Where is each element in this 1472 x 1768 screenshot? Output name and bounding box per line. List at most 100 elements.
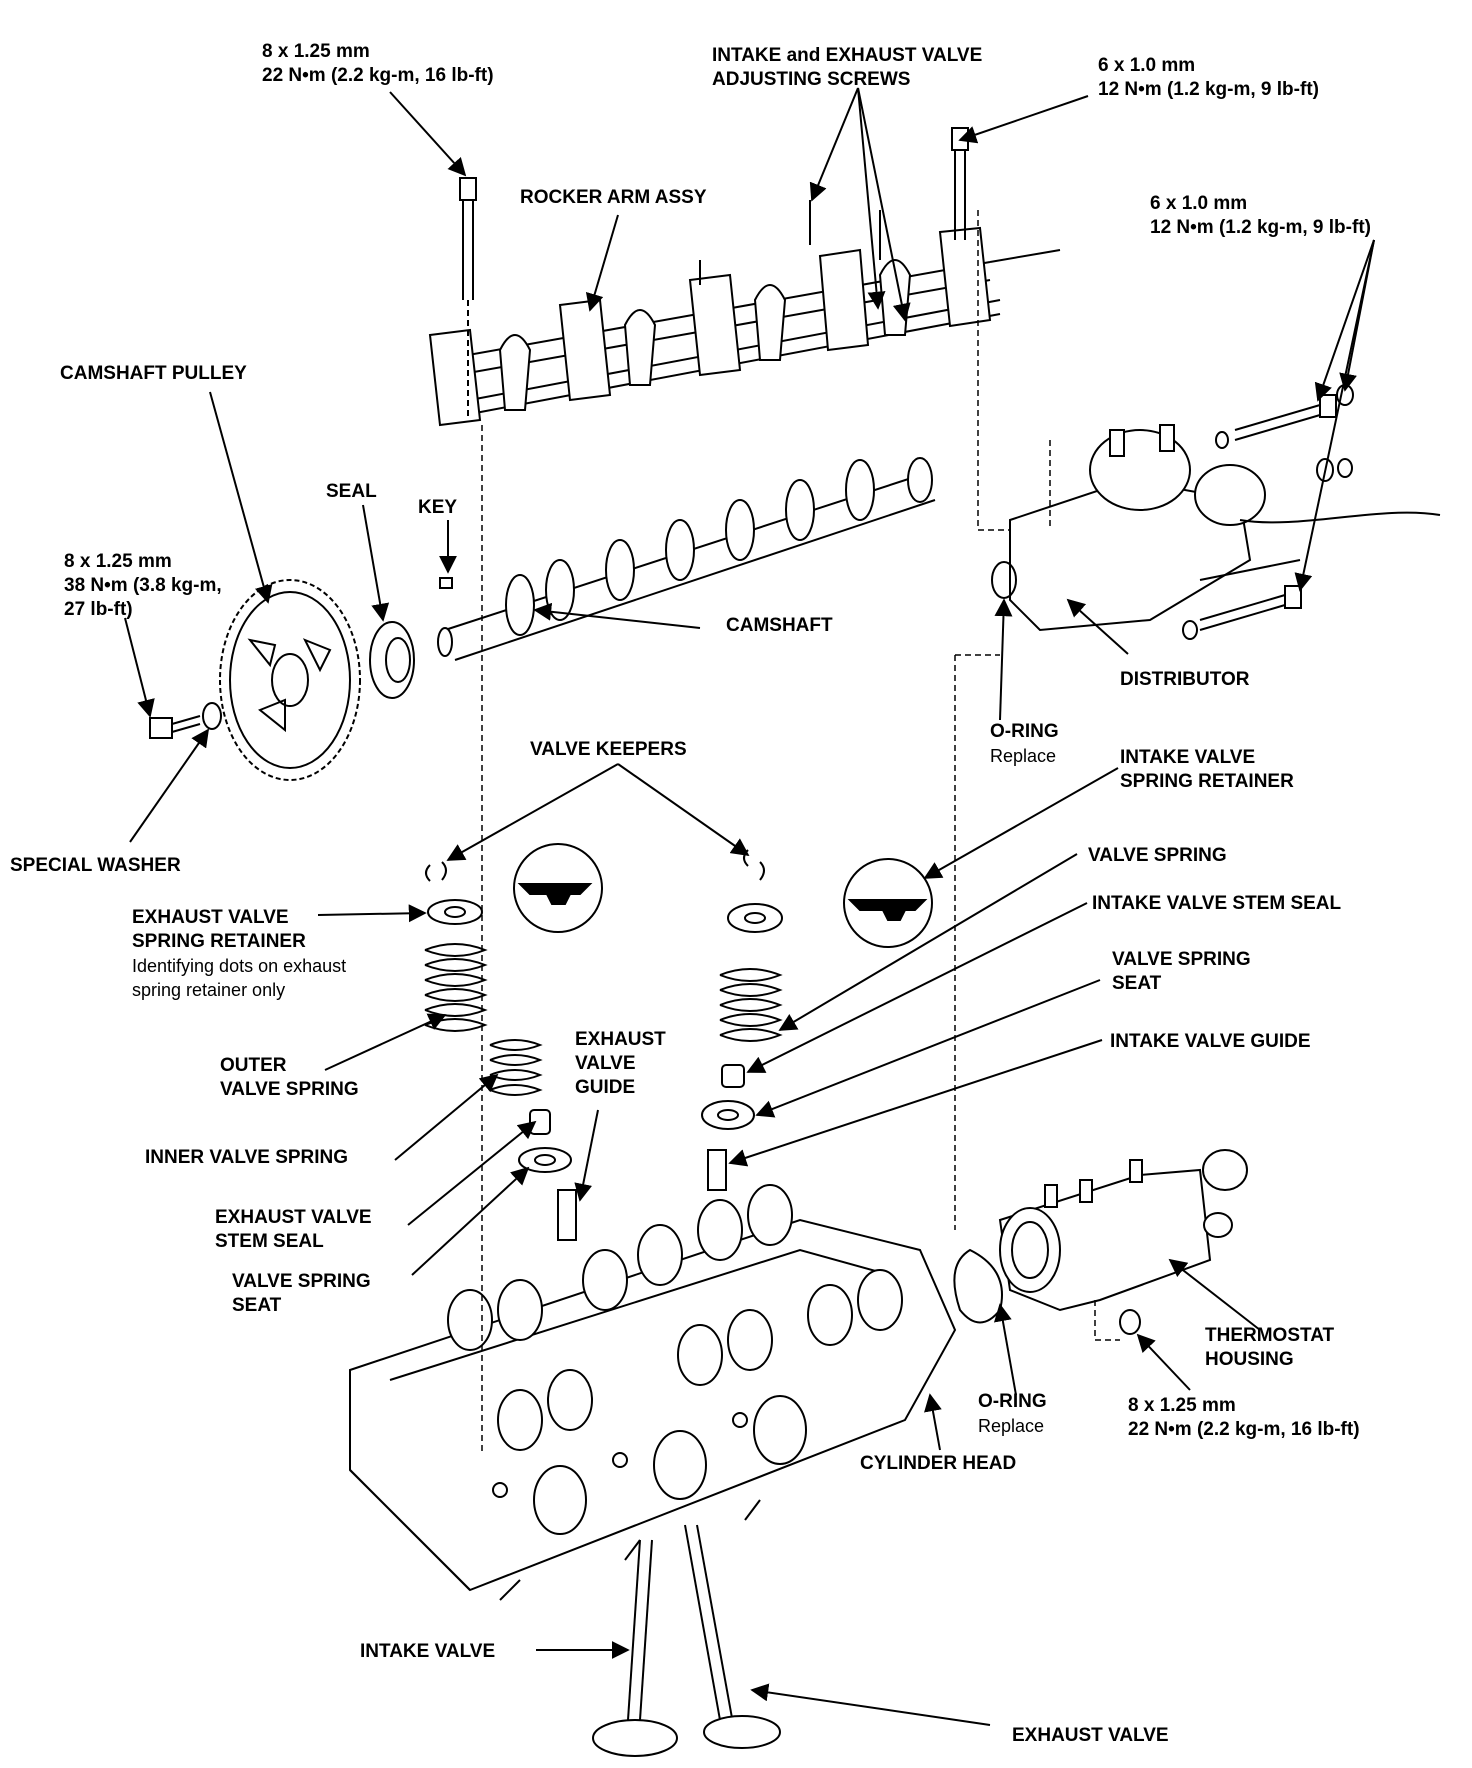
exhaust-guide-label: EXHAUST VALVE GUIDE <box>575 1028 666 1100</box>
thermostat-housing <box>998 1149 1248 1312</box>
exhaust-valve-label: EXHAUST VALVE <box>1012 1725 1169 1746</box>
exhaust-spring-seat-part <box>518 1147 572 1173</box>
bolt-spec-distributor: 6 x 1.0 mm 12 N•m (1.2 kg-m, 9 lb-ft) <box>1150 192 1371 240</box>
bolt-spec-size: 6 x 1.0 mm <box>1098 55 1196 76</box>
bolt-spec-size: 8 x 1.25 mm <box>1128 1395 1236 1416</box>
exhaust-retainer-label: EXHAUST VALVE SPRING RETAINER Identifyin… <box>132 906 346 1002</box>
bolt-spec-torque: 22 N•m (2.2 kg-m, 16 lb-ft) <box>262 65 494 86</box>
valve-spring-seat-line2: SEAT <box>232 1295 282 1316</box>
alignment-lines <box>481 210 1120 1455</box>
intake-stem-seal-label: INTAKE VALVE STEM SEAL <box>1092 893 1342 914</box>
thermostat-bolt-washer <box>1119 1309 1141 1335</box>
adjusting-screws-line1: INTAKE and EXHAUST VALVE <box>712 45 983 66</box>
distributor <box>1009 424 1441 632</box>
bolt-spec-thermostat: 8 x 1.25 mm 22 N•m (2.2 kg-m, 16 lb-ft) <box>1128 1394 1360 1442</box>
thermostat-o-ring <box>953 1248 1003 1324</box>
valve-keepers-label: VALVE KEEPERS <box>530 739 687 760</box>
intake-valve-part <box>592 1539 678 1757</box>
valve-spring-seat-line1: VALVE SPRING <box>1112 949 1251 970</box>
intake-retainer-line2: SPRING RETAINER <box>1120 771 1294 792</box>
camshaft-label: CAMSHAFT <box>726 615 833 636</box>
outer-spring-label: OUTER VALVE SPRING <box>220 1054 359 1102</box>
intake-stem-seal-part <box>721 1064 745 1088</box>
distributor-o-ring <box>991 561 1017 599</box>
distributor-label: DISTRIBUTOR <box>1120 669 1250 690</box>
intake-retainer-line1: INTAKE VALVE <box>1120 747 1256 768</box>
seal-part <box>369 621 415 699</box>
camshaft <box>437 457 936 661</box>
intake-guide-label: INTAKE VALVE GUIDE <box>1110 1031 1311 1052</box>
valve-spring-seat-left-label: VALVE SPRING SEAT <box>232 1270 371 1318</box>
exhaust-stem-seal-part <box>529 1109 551 1135</box>
bolt-spec-top-left: 8 x 1.25 mm 22 N•m (2.2 kg-m, 16 lb-ft) <box>262 40 494 88</box>
bolt-spec-torque: 38 N•m (3.8 kg-m, <box>64 575 222 596</box>
adjusting-screws-line2: ADJUSTING SCREWS <box>712 69 911 90</box>
bolt-spec-pulley: 8 x 1.25 mm 38 N•m (3.8 kg-m, 27 lb-ft) <box>64 550 222 622</box>
valve-spring-label: VALVE SPRING <box>1088 845 1227 866</box>
rocker-arm-label: ROCKER ARM ASSY <box>520 187 707 208</box>
exhaust-stem-seal-line2: STEM SEAL <box>215 1231 324 1252</box>
cylinder-head <box>349 1184 957 1601</box>
exhaust-stem-seal-label: EXHAUST VALVE STEM SEAL <box>215 1206 372 1254</box>
bolt-spec-size: 8 x 1.25 mm <box>64 551 172 572</box>
leader-arrows <box>124 87 1375 1726</box>
exhaust-guide-line2: VALVE <box>575 1053 636 1074</box>
bolt-spec-size: 6 x 1.0 mm <box>1150 193 1248 214</box>
exhaust-retainer-note2: spring retainer only <box>132 980 286 1000</box>
o-ring-title: O-RING <box>990 721 1059 742</box>
camshaft-pulley-label: CAMSHAFT PULLEY <box>60 363 247 384</box>
rocker-bolt-left <box>459 177 477 420</box>
intake-retainer-label: INTAKE VALVE SPRING RETAINER <box>1120 746 1294 794</box>
intake-valve-guide-part <box>707 1149 727 1191</box>
exhaust-retainer-line2: SPRING RETAINER <box>132 931 306 952</box>
inner-valve-spring-part <box>489 1039 543 1096</box>
bolt-spec-torque: 12 N•m (1.2 kg-m, 9 lb-ft) <box>1098 79 1319 100</box>
bolt-spec-torque: 12 N•m (1.2 kg-m, 9 lb-ft) <box>1150 217 1371 238</box>
key-label: KEY <box>418 497 458 518</box>
outer-valve-spring-part <box>424 943 488 1032</box>
inner-spring-label: INNER VALVE SPRING <box>145 1147 349 1168</box>
outer-spring-line2: VALVE SPRING <box>220 1079 359 1100</box>
exhaust-valve-guide-part <box>557 1189 577 1241</box>
thermostat-housing-label: THERMOSTAT HOUSING <box>1205 1324 1334 1372</box>
o-ring-note: Replace <box>990 746 1057 766</box>
outer-spring-line1: OUTER <box>220 1055 287 1076</box>
bolt-spec-top-right: 6 x 1.0 mm 12 N•m (1.2 kg-m, 9 lb-ft) <box>1098 54 1319 102</box>
bolt-spec-torque-cont: 27 lb-ft) <box>64 599 133 620</box>
valve-spring-seat-line2: SEAT <box>1112 973 1162 994</box>
bolt-spec-torque: 22 N•m (2.2 kg-m, 16 lb-ft) <box>1128 1419 1360 1440</box>
distributor-bolts <box>1182 384 1354 640</box>
adjusting-screws-label: INTAKE and EXHAUST VALVE ADJUSTING SCREW… <box>712 44 982 92</box>
valve-keepers-left <box>425 861 447 882</box>
intake-valve-label: INTAKE VALVE <box>360 1641 496 1662</box>
key-part <box>439 577 453 589</box>
camshaft-pulley <box>219 579 361 781</box>
o-ring-note: Replace <box>978 1416 1045 1436</box>
intake-valve-spring-part <box>719 968 783 1042</box>
cylinder-head-label: CYLINDER HEAD <box>860 1453 1017 1474</box>
thermostat-housing-line2: HOUSING <box>1205 1349 1294 1370</box>
o-ring-thermostat-label: O-RING Replace <box>978 1390 1047 1438</box>
intake-spring-seat-part <box>701 1100 755 1130</box>
exhaust-spring-retainer-part <box>427 899 483 925</box>
valve-spring-seat-line1: VALVE SPRING <box>232 1271 371 1292</box>
special-washer-part <box>202 702 222 730</box>
valve-spring-seat-right-label: VALVE SPRING SEAT <box>1112 948 1251 996</box>
exhaust-guide-line3: GUIDE <box>575 1077 636 1098</box>
seal-label: SEAL <box>326 481 377 502</box>
exhaust-retainer-note1: Identifying dots on exhaust <box>132 956 347 976</box>
bolt-spec-size: 8 x 1.25 mm <box>262 41 370 62</box>
pulley-bolt <box>149 715 201 739</box>
special-washer-label: SPECIAL WASHER <box>10 855 181 876</box>
thermostat-housing-line1: THERMOSTAT <box>1205 1325 1335 1346</box>
exhaust-retainer-line1: EXHAUST VALVE <box>132 907 289 928</box>
rocker-bolt-right <box>951 127 969 240</box>
o-ring-title: O-RING <box>978 1391 1047 1412</box>
intake-spring-retainer-part <box>727 903 783 933</box>
exhaust-valve-part <box>684 1524 781 1749</box>
o-ring-distributor-label: O-RING Replace <box>990 720 1059 768</box>
exhaust-stem-seal-line1: EXHAUST VALVE <box>215 1207 372 1228</box>
exhaust-guide-line1: EXHAUST <box>575 1029 666 1050</box>
